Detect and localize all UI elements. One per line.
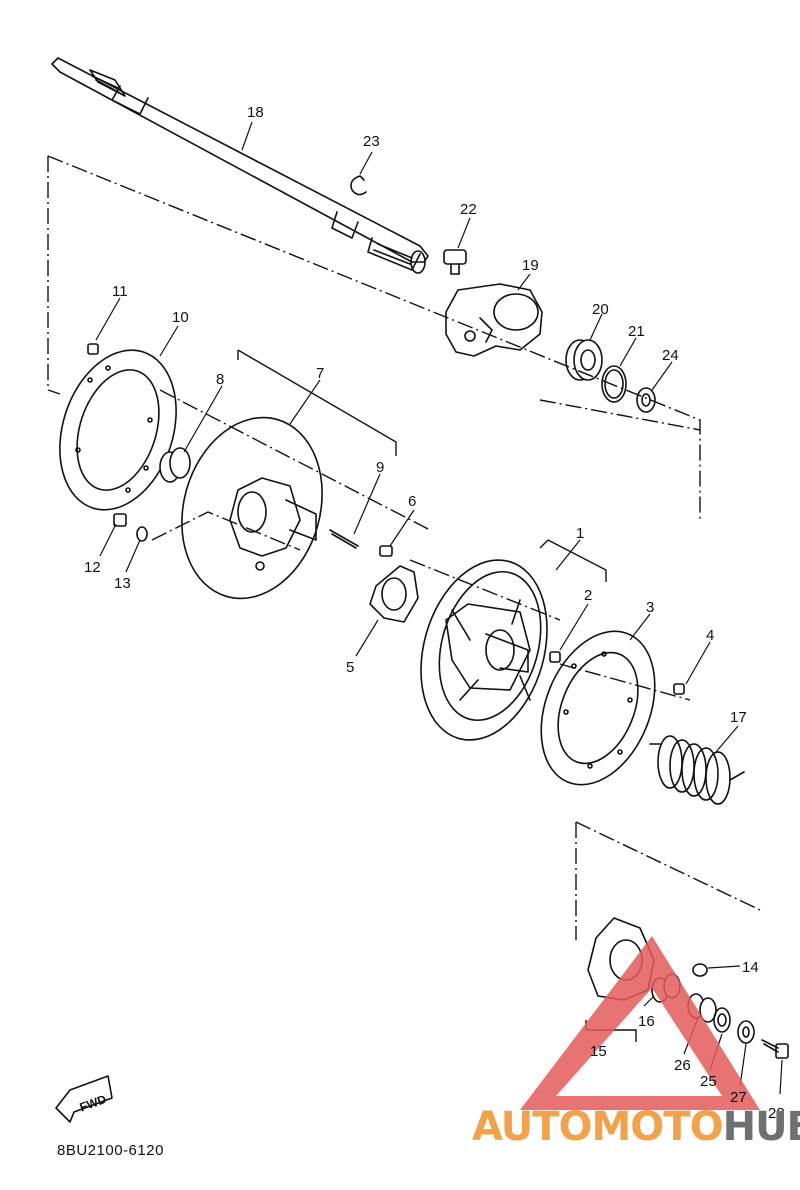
callout-8: 8 <box>216 371 224 388</box>
spring-part-17 <box>649 735 745 805</box>
movable-sheave-part-1 <box>420 559 548 741</box>
callout-23: 23 <box>363 133 380 150</box>
callout-2: 2 <box>584 587 592 604</box>
screw-part-2 <box>549 651 561 663</box>
watermark-part2: HUB <box>722 1104 800 1150</box>
plate-part-10 <box>59 349 177 511</box>
callout-14: 14 <box>742 959 759 976</box>
washer-part-24 <box>636 387 656 413</box>
bearing-part-20 <box>565 339 603 381</box>
callout-26: 26 <box>674 1057 691 1074</box>
leader-lines <box>95 121 783 1095</box>
callout-21: 21 <box>628 323 645 340</box>
screw-part-4 <box>673 683 685 695</box>
drawing-code: 8BU2100-6120 <box>57 1142 164 1159</box>
screw-part-11 <box>87 343 99 355</box>
callout-9: 9 <box>376 459 384 476</box>
callout-11: 11 <box>112 283 128 300</box>
callout-19: 19 <box>522 257 539 274</box>
watermark-part1: AUTOMOTO <box>472 1104 724 1150</box>
callout-3: 3 <box>646 599 654 616</box>
assembly-lines <box>47 155 761 940</box>
plate-part-3 <box>540 630 656 786</box>
bolt-part-28 <box>761 1039 789 1059</box>
drive-shaft-part-18 <box>51 57 429 274</box>
callout-18: 18 <box>247 104 264 121</box>
screw-part-6 <box>379 545 393 557</box>
callout-28: 28 <box>768 1105 785 1122</box>
bearing-housing-part-19 <box>445 283 543 357</box>
washer-part-27 <box>737 1020 755 1044</box>
watermark-logo-icon <box>520 936 760 1110</box>
fwd-arrow-icon: FWD <box>55 1075 113 1123</box>
callout-13: 13 <box>114 575 131 592</box>
callout-5: 5 <box>346 659 354 676</box>
gasket-part-5 <box>369 565 419 623</box>
bolt-part-22 <box>443 249 467 275</box>
callout-25: 25 <box>700 1073 717 1090</box>
nut-part-14 <box>692 963 708 977</box>
callout-27: 27 <box>730 1089 747 1106</box>
bushing-part-8 <box>159 447 191 483</box>
callout-17: 17 <box>730 709 747 726</box>
callout-16: 16 <box>638 1013 655 1030</box>
callout-22: 22 <box>460 201 477 218</box>
callout-1: 1 <box>576 525 584 542</box>
circlip-part-23 <box>350 175 367 196</box>
callout-6: 6 <box>408 493 416 510</box>
callout-4: 4 <box>706 627 714 644</box>
callout-12: 12 <box>84 559 101 576</box>
callout-20: 20 <box>592 301 609 318</box>
washer-part-25 <box>713 1007 731 1033</box>
callout-15: 15 <box>590 1043 607 1060</box>
fixed-sheave-part-7 <box>181 416 323 600</box>
circlip-part-21 <box>601 365 627 403</box>
callout-24: 24 <box>662 347 679 364</box>
washer-part-13 <box>136 526 148 542</box>
callout-labels: 18 23 22 19 20 21 24 11 10 8 7 9 6 1 2 3… <box>84 104 785 1122</box>
callout-10: 10 <box>172 309 189 326</box>
watermark-text: AUTOMOTOHUB <box>472 1104 800 1150</box>
callout-7: 7 <box>316 365 324 382</box>
pin-part-9 <box>329 529 359 549</box>
bolt-part-12 <box>113 513 127 527</box>
